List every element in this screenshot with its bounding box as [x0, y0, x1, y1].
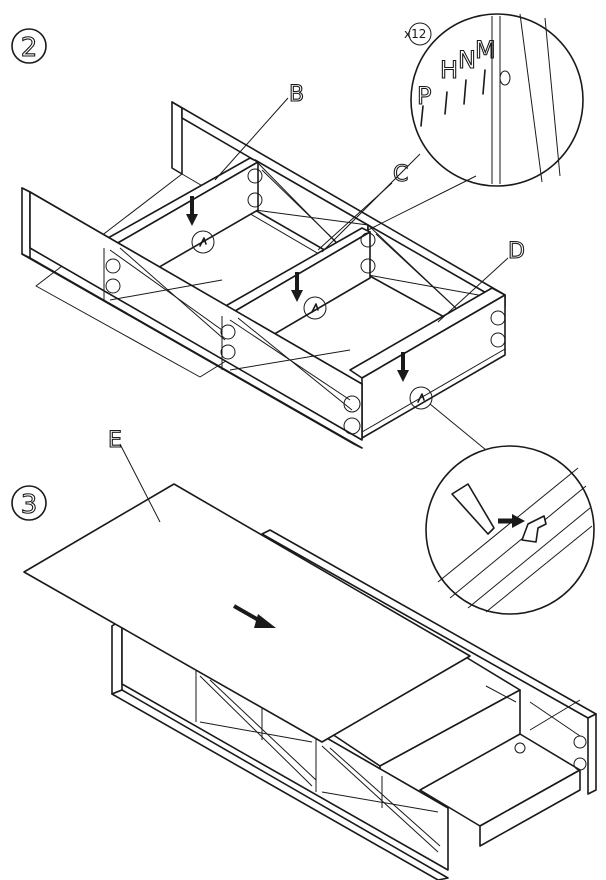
detail-letter-p: P: [417, 82, 431, 110]
frame-assembly-step-2: [21, 101, 506, 449]
arrow-down-right-icon: [233, 604, 276, 628]
svg-text:B: B: [289, 82, 304, 107]
step-3-number: 3: [21, 490, 38, 520]
label-e: E: [107, 427, 161, 523]
step-3: 3: [11, 427, 597, 880]
clip-icon: [199, 237, 207, 247]
detail-letter-n: N: [458, 46, 476, 74]
clip-highlight-1: [191, 230, 215, 254]
clip-icon: [311, 303, 319, 313]
clip-icon: [521, 515, 547, 543]
arrow-down-icon: [397, 352, 409, 382]
step-3-badge: 3: [11, 485, 47, 521]
step-2-badge: 2: [11, 28, 47, 64]
label-b: B: [214, 81, 305, 181]
clip-icon: [451, 483, 495, 535]
arrow-down-icon: [291, 272, 303, 302]
svg-text:C: C: [393, 162, 408, 187]
step-2-number: 2: [21, 33, 38, 63]
detail-letter-h: H: [440, 56, 458, 84]
label-d: D: [437, 238, 526, 323]
step-2: 2: [11, 13, 595, 615]
arrow-down-icon: [186, 196, 198, 226]
clip-icon: [417, 393, 425, 403]
clip-highlight-3: [409, 386, 433, 410]
svg-text:D: D: [508, 239, 525, 264]
magnifier-circle: [425, 445, 595, 615]
arrow-right-icon: [498, 514, 525, 528]
quantity-label: x12: [404, 27, 426, 41]
detail-letter-m: M: [475, 36, 496, 64]
board-e: [23, 483, 471, 743]
magnifier-circle: [410, 13, 584, 187]
clip-highlight-2: [303, 296, 327, 320]
detail-zoom-clip: [425, 403, 595, 615]
detail-zoom-top: x12 P H N M: [321, 13, 584, 253]
svg-text:E: E: [108, 428, 122, 453]
